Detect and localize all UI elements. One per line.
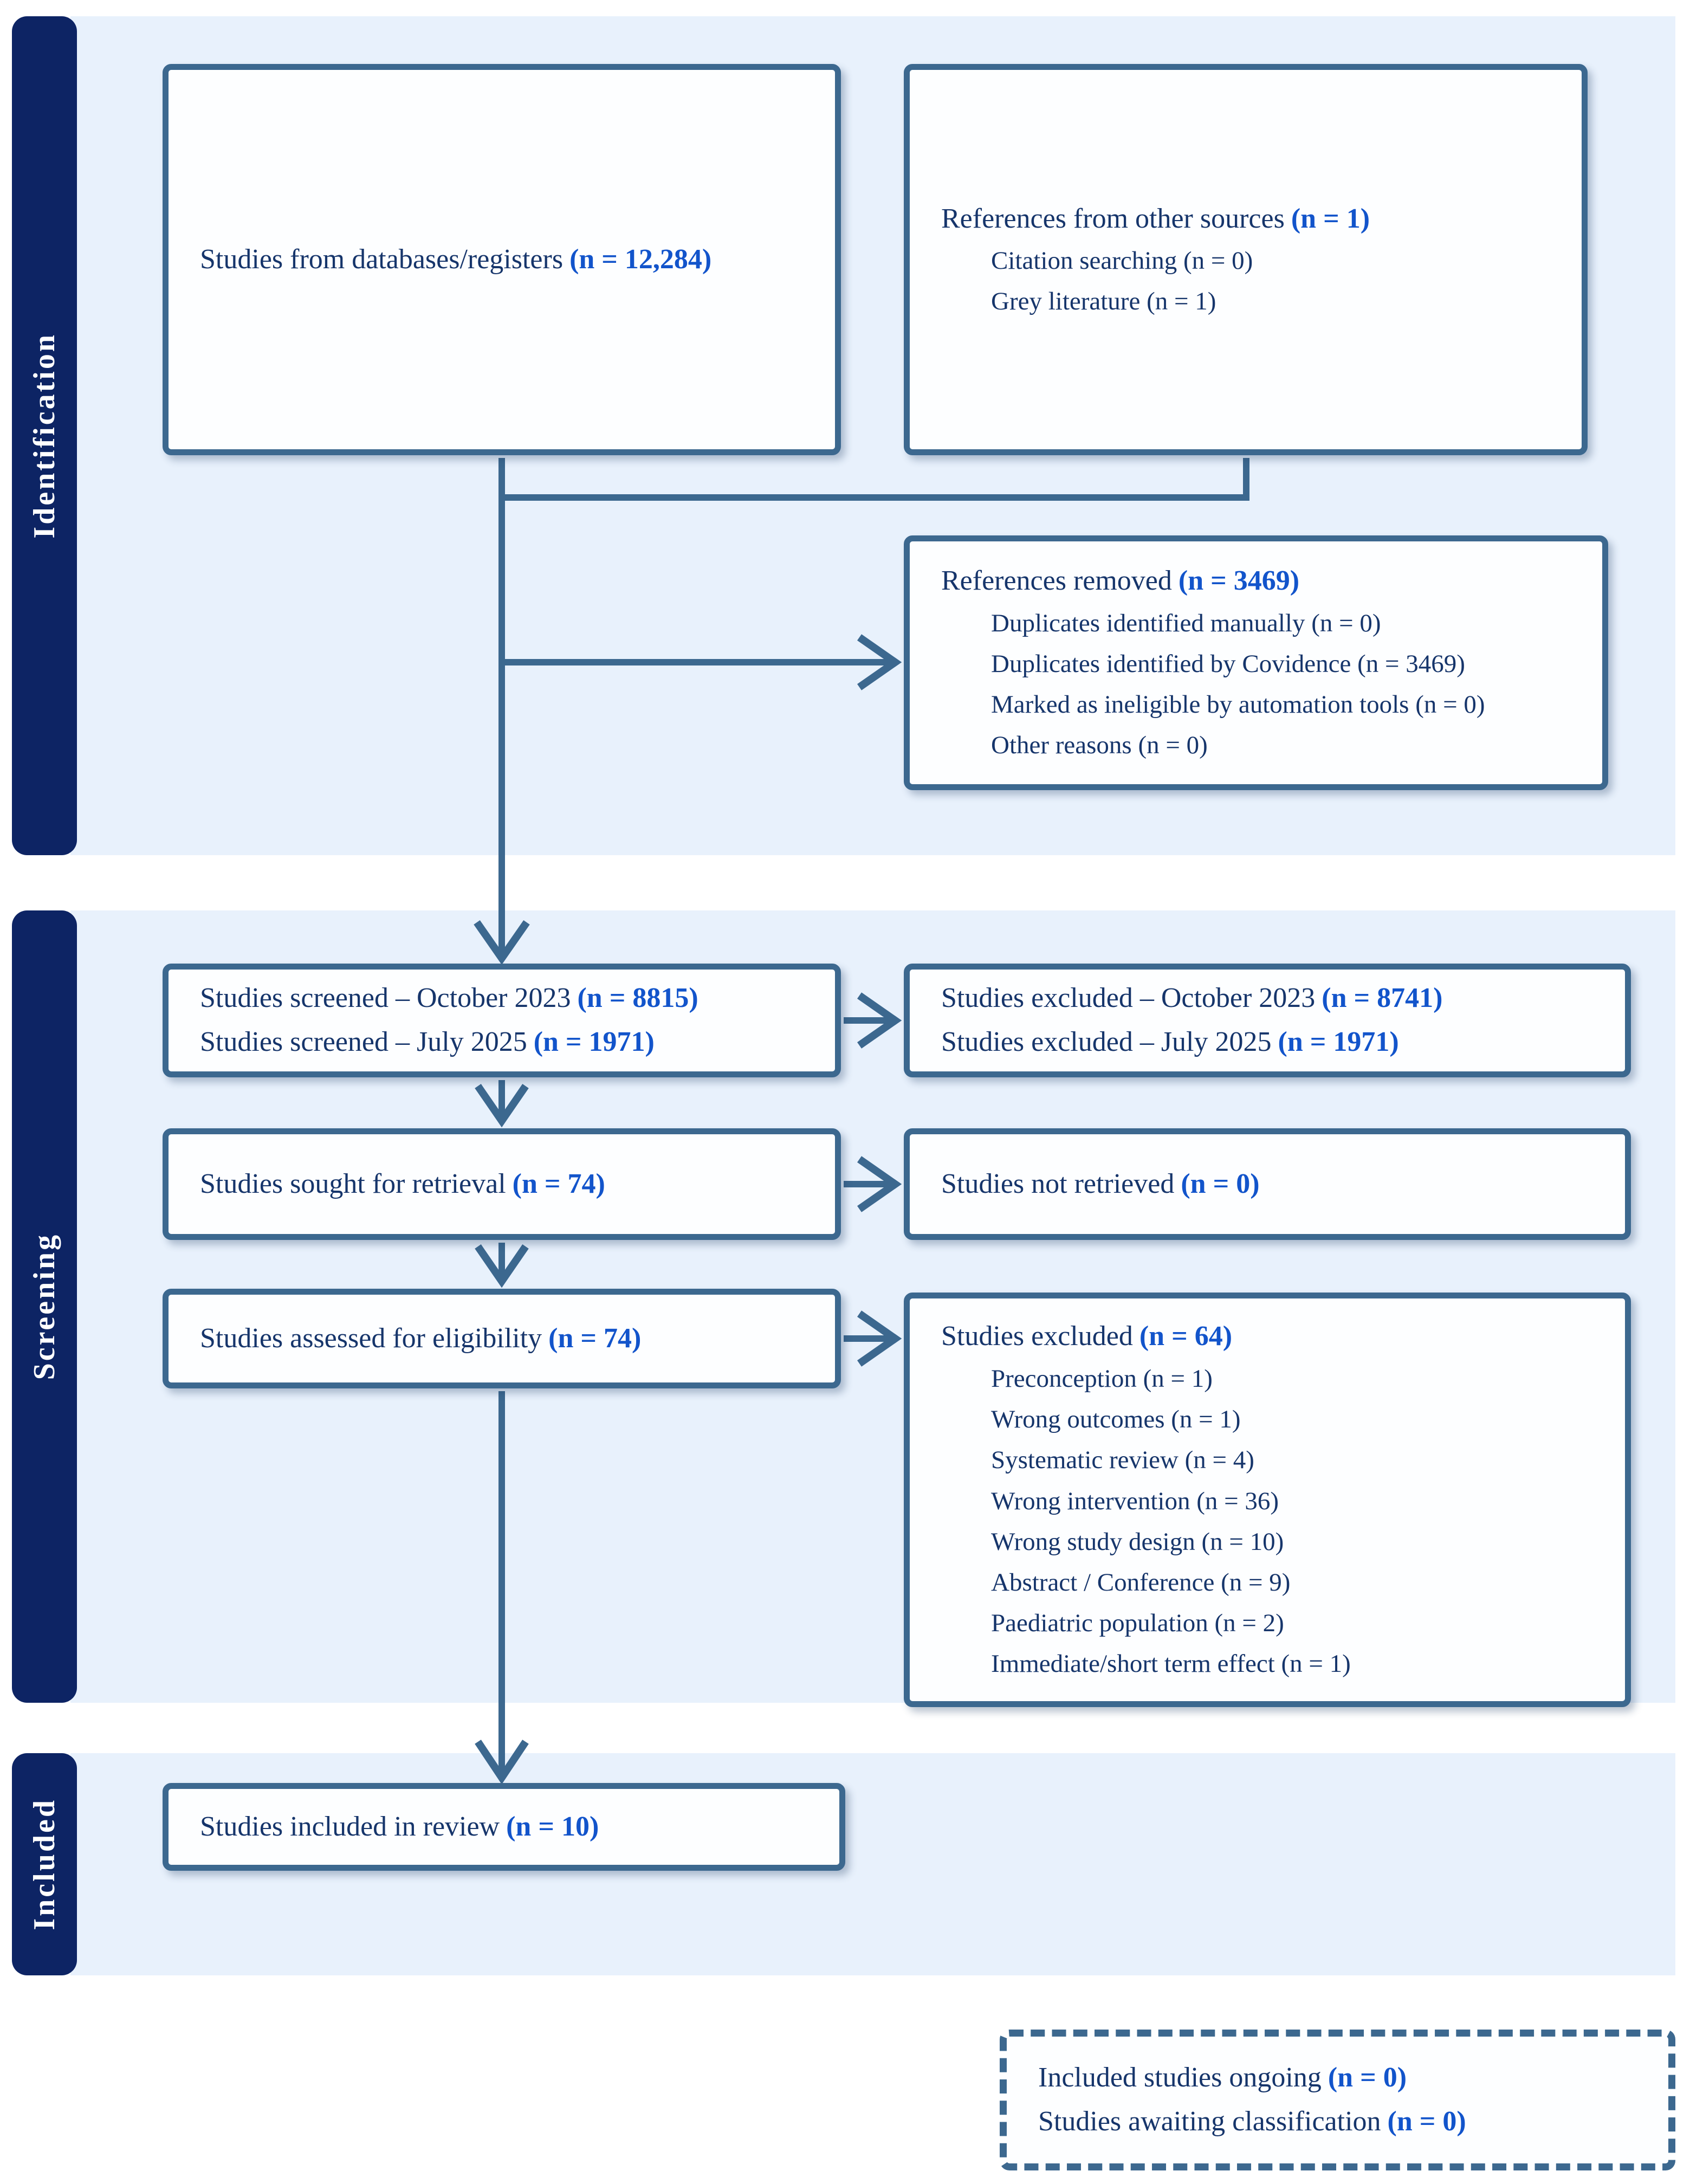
other-sources-title: References from other sources [941, 203, 1285, 234]
screened-text: Studies screened – October 2023 [200, 983, 571, 1014]
sought-text: Studies sought for retrieval [200, 1168, 506, 1199]
assessed-count: (n = 74) [548, 1322, 642, 1354]
removed-item: Other reasons (n = 0) [991, 731, 1208, 760]
databases-line: Studies from databases/registers(n = 12,… [200, 238, 820, 282]
removed-item: Marked as ineligible by automation tools… [991, 690, 1485, 719]
removed-item: Duplicates identified by Covidence (n = … [991, 650, 1465, 679]
screened-text: Studies screened – July 2025 [200, 1026, 527, 1057]
awaiting-text: Studies awaiting classification [1038, 2106, 1381, 2137]
excluded-screen-text: Studies excluded – October 2023 [941, 983, 1316, 1014]
not-retrieved-line: Studies not retrieved(n = 0) [941, 1162, 1610, 1206]
arrow-sought-to-not-retrieved [844, 1156, 902, 1212]
other-sources-title-line: References from other sources(n = 1) [941, 197, 1566, 241]
included-stage-bar: Included [12, 1753, 77, 1975]
sought-count: (n = 74) [512, 1168, 605, 1199]
arrow-assessed-to-excluded [844, 1310, 902, 1367]
excluded-elig-item: Abstract / Conference (n = 9) [991, 1568, 1291, 1597]
removed-count: (n = 3469) [1178, 565, 1300, 597]
box-references-removed: References removed(n = 3469) Duplicates … [904, 535, 1608, 790]
excluded-elig-count: (n = 64) [1139, 1321, 1233, 1352]
not-retrieved-text: Studies not retrieved [941, 1168, 1175, 1199]
excluded-screen-text: Studies excluded – July 2025 [941, 1026, 1272, 1057]
box-ongoing-awaiting: Included studies ongoing(n = 0) Studies … [1000, 2030, 1675, 2170]
identification-stage-bar: Identification [12, 16, 77, 855]
included-review-count: (n = 10) [506, 1811, 599, 1842]
screened-line: Studies screened – July 2025(n = 1971) [200, 1020, 820, 1064]
excluded-elig-item: Preconception (n = 1) [991, 1365, 1213, 1393]
awaiting-count: (n = 0) [1387, 2106, 1466, 2137]
arrow-to-references-removed [502, 634, 902, 690]
screened-count: (n = 8815) [577, 983, 698, 1014]
removed-item: Duplicates identified manually (n = 0) [991, 609, 1381, 637]
other-sources-item: Citation searching (n = 0) [991, 247, 1253, 275]
excluded-screen-count: (n = 1971) [1278, 1026, 1399, 1057]
assessed-line: Studies assessed for eligibility(n = 74) [200, 1317, 820, 1361]
excluded-elig-item: Wrong intervention (n = 36) [991, 1487, 1279, 1515]
arrow-screened-to-excluded [844, 992, 902, 1049]
other-sources-count: (n = 1) [1291, 203, 1370, 234]
box-studies-not-retrieved: Studies not retrieved(n = 0) [904, 1128, 1631, 1240]
box-studies-screened: Studies screened – October 2023(n = 8815… [163, 964, 841, 1077]
box-studies-from-databases: Studies from databases/registers(n = 12,… [163, 64, 841, 455]
removed-title: References removed [941, 565, 1172, 597]
assessed-text: Studies assessed for eligibility [200, 1322, 542, 1354]
excluded-elig-title: Studies excluded [941, 1321, 1133, 1352]
excluded-elig-title-line: Studies excluded(n = 64) [941, 1315, 1610, 1359]
sought-line: Studies sought for retrieval(n = 74) [200, 1162, 820, 1206]
arrow-sought-to-assessed [475, 1243, 529, 1288]
ongoing-text: Included studies ongoing [1038, 2062, 1322, 2093]
included-review-line: Studies included in review(n = 10) [200, 1805, 824, 1849]
excluded-screen-line: Studies excluded – July 2025(n = 1971) [941, 1020, 1610, 1064]
excluded-elig-item: Paediatric population (n = 2) [991, 1609, 1284, 1638]
not-retrieved-count: (n = 0) [1181, 1168, 1260, 1199]
excluded-elig-item: Wrong outcomes (n = 1) [991, 1405, 1241, 1434]
box-studies-excluded-eligibility: Studies excluded(n = 64) Preconception (… [904, 1293, 1631, 1707]
arrow-screened-to-sought [475, 1080, 529, 1128]
other-sources-item: Grey literature (n = 1) [991, 287, 1216, 316]
databases-count: (n = 12,284) [569, 243, 712, 275]
excluded-elig-item: Wrong study design (n = 10) [991, 1527, 1284, 1556]
box-references-other-sources: References from other sources(n = 1) Cit… [904, 64, 1588, 455]
excluded-elig-item: Immediate/short term effect (n = 1) [991, 1650, 1351, 1678]
box-studies-included-review: Studies included in review(n = 10) [163, 1783, 845, 1871]
screened-count: (n = 1971) [533, 1026, 655, 1057]
arrow-databases-to-screened [474, 458, 530, 965]
box-studies-assessed: Studies assessed for eligibility(n = 74) [163, 1289, 841, 1388]
ongoing-line: Included studies ongoing(n = 0) [1038, 2056, 1653, 2100]
excluded-screen-line: Studies excluded – October 2023(n = 8741… [941, 977, 1610, 1020]
awaiting-line: Studies awaiting classification(n = 0) [1038, 2100, 1653, 2144]
box-studies-sought: Studies sought for retrieval(n = 74) [163, 1128, 841, 1240]
excluded-screen-count: (n = 8741) [1322, 983, 1443, 1014]
screening-stage-bar: Screening [12, 910, 77, 1703]
connector-other-sources-elbow [502, 458, 1249, 501]
included-review-text: Studies included in review [200, 1811, 500, 1842]
databases-text: Studies from databases/registers [200, 243, 564, 275]
excluded-elig-item: Systematic review (n = 4) [991, 1446, 1254, 1475]
screened-line: Studies screened – October 2023(n = 8815… [200, 977, 820, 1020]
removed-title-line: References removed(n = 3469) [941, 559, 1587, 603]
box-studies-excluded-screening: Studies excluded – October 2023(n = 8741… [904, 964, 1631, 1077]
ongoing-count: (n = 0) [1328, 2062, 1407, 2093]
arrow-assessed-to-included [475, 1391, 529, 1785]
